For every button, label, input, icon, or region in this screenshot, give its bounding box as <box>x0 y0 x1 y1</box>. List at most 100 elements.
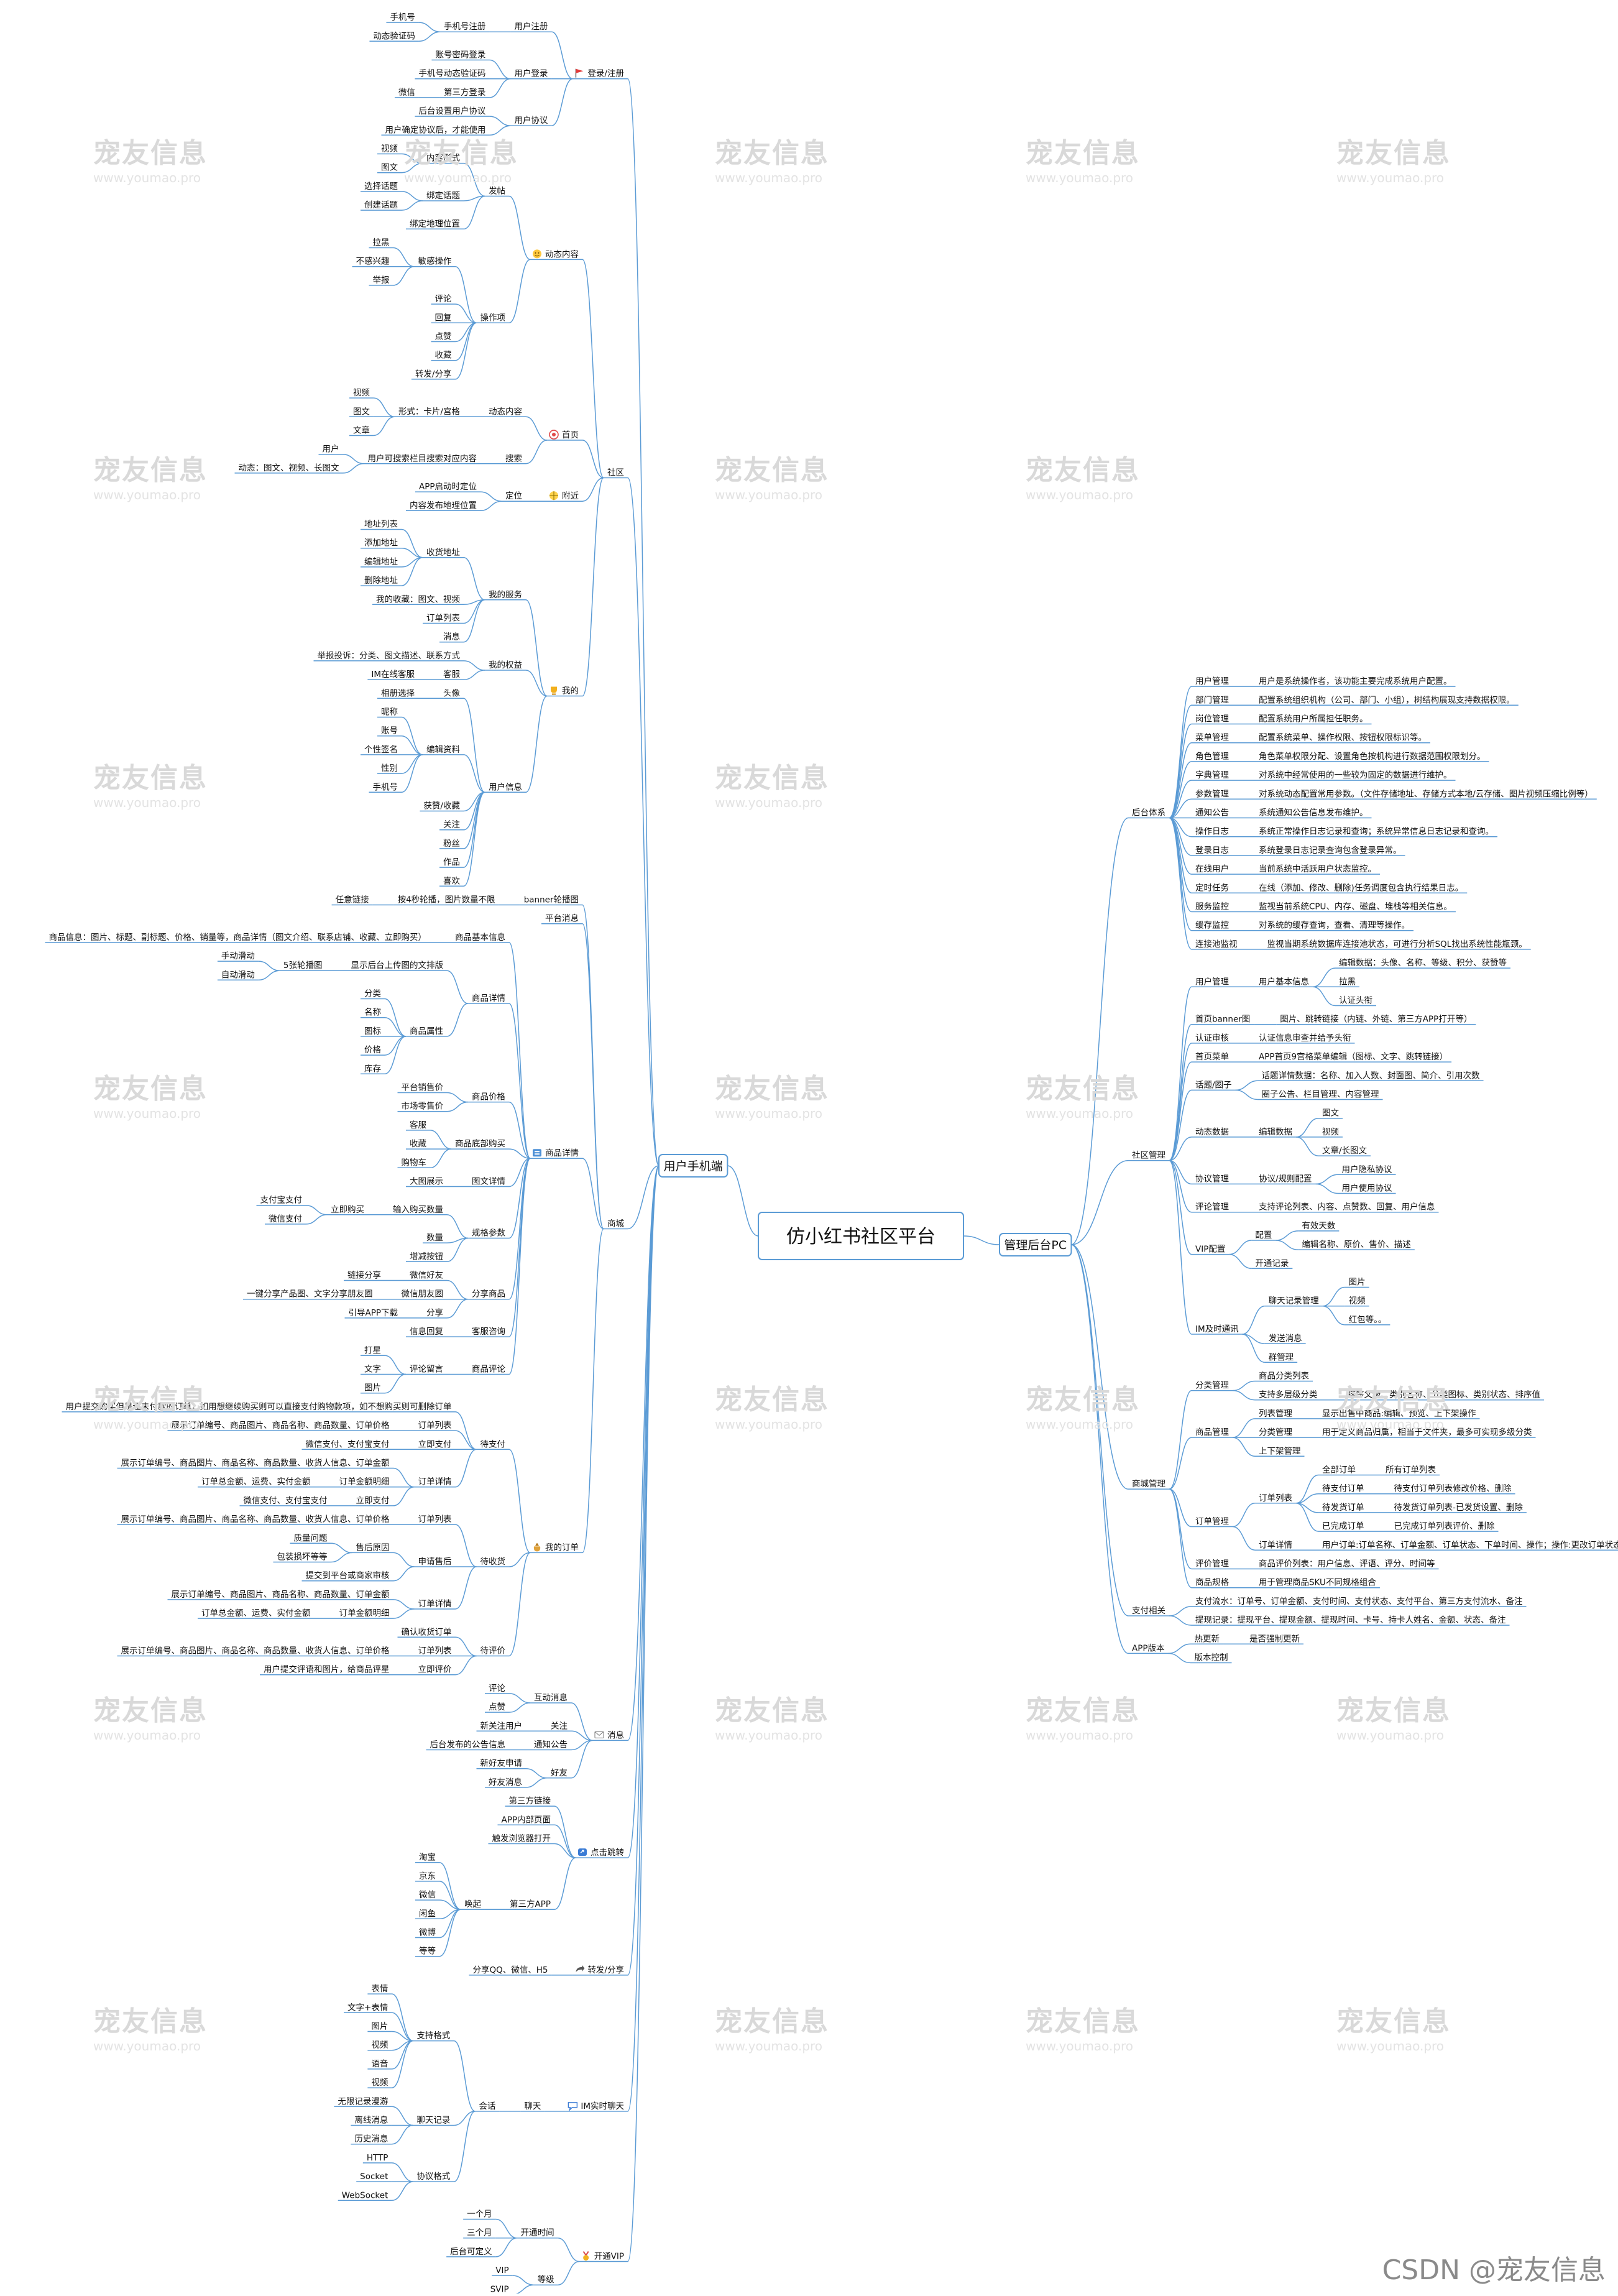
mindmap-node: 用户隐私协议 <box>1342 1164 1392 1174</box>
connector-line <box>571 1740 593 1779</box>
connector-line <box>305 1204 328 1215</box>
connector-line <box>430 1130 452 1150</box>
mindmap-node: 视频 <box>353 388 370 398</box>
mail-icon <box>594 1731 604 1738</box>
mindmap-node: 粉丝 <box>443 839 460 849</box>
connector-line <box>1315 1183 1338 1194</box>
connector-line <box>554 1843 576 1858</box>
mindmap-node: 后台体系 <box>1132 808 1165 818</box>
connector-line <box>393 1566 415 1582</box>
connector-line <box>1295 1503 1319 1532</box>
connector-line <box>1242 1334 1265 1363</box>
mindmap-node: 编辑资料 <box>426 745 460 755</box>
connector-line <box>1232 1526 1256 1551</box>
mindmap-node: 订单总金额、运费、实付金额 <box>201 1477 311 1487</box>
connector-line <box>401 191 423 201</box>
connector-line <box>627 1165 660 2112</box>
mindmap-node: 发送消息 <box>1269 1333 1302 1344</box>
mindmap-node: 账号密码登录 <box>435 50 485 60</box>
connector-line <box>463 195 485 230</box>
mindmap-node: 图标 <box>364 1026 381 1036</box>
mindmap-node: 角色菜单权限分配、设置角色按机构进行数据范围权限划分。 <box>1259 751 1486 762</box>
mindmap-node: APP版本 <box>1132 1643 1165 1653</box>
connector-line <box>551 78 573 126</box>
mindmap-node: 作品 <box>443 857 460 867</box>
connector-line <box>1071 817 1129 1245</box>
connector-line <box>446 1279 469 1300</box>
connector-line <box>508 1101 531 1159</box>
connector-line <box>1242 1305 1265 1335</box>
mindmap-node: 视频 <box>1349 1296 1366 1306</box>
connector-line <box>1169 1437 1192 1490</box>
mindmap-node: 附近 <box>562 491 579 501</box>
connector-line <box>1232 1437 1256 1457</box>
mindmap-node: 分享QQ、微信、H5 <box>472 1965 548 1975</box>
connector-line <box>1169 761 1192 819</box>
mindmap-node: 对系统动态配置常用参数。（文件存储地址、存储方式本地/云存储、图片视频压缩比例等… <box>1259 788 1593 799</box>
mindmap-node: 在线用户 <box>1195 864 1229 874</box>
mindmap-node: 打星 <box>364 1345 381 1355</box>
smile-icon <box>533 249 542 259</box>
connector-line <box>489 125 511 136</box>
mindmap-node: 消息 <box>443 632 460 642</box>
mindmap-node: 一个月 <box>467 2210 492 2220</box>
mindmap-node: 淘宝 <box>419 1853 436 1863</box>
mindmap-node: 文章/长图文 <box>1322 1145 1367 1156</box>
mindmap-node: 配置 <box>1255 1230 1272 1240</box>
connector-line <box>446 1298 469 1319</box>
connector-line <box>463 754 485 793</box>
mindmap-node: 收藏 <box>410 1139 426 1149</box>
connector-line <box>508 1158 531 1239</box>
mindmap-node: 相册选择 <box>381 688 415 698</box>
mindmap-node: 绑定话题 <box>426 191 460 201</box>
connector-line <box>258 961 280 971</box>
mindmap-node: 后台可定义 <box>450 2247 492 2257</box>
connector-line <box>463 791 485 868</box>
connector-line <box>342 453 364 464</box>
mindmap-node: APP首页9宫格菜单编辑（图标、文字、跳转链接） <box>1259 1051 1448 1062</box>
connector-line <box>393 1552 415 1567</box>
connector-line <box>489 116 511 126</box>
mindmap-node: 动态数据 <box>1195 1127 1229 1137</box>
mindmap-node: 用户提交购买但是还未付款的订单，如用想继续购买则可以直接支付购物款项，如不想购买… <box>66 1401 452 1412</box>
connector-line <box>508 195 531 260</box>
mindmap-node: HTTP <box>367 2153 388 2163</box>
mindmap-node: 首页banner图 <box>1195 1015 1250 1025</box>
mindmap-node: 搜索 <box>505 454 522 464</box>
connector-line <box>384 1373 407 1394</box>
mindmap-node: 聊天记录 <box>416 2116 450 2126</box>
mindmap-node: 编辑名称、原价、售价、描述 <box>1302 1240 1411 1250</box>
connector-line <box>508 1003 531 1159</box>
connector-line <box>392 2040 413 2088</box>
mindmap-node: 订单列表 <box>418 1646 452 1656</box>
connector-line <box>571 1702 593 1741</box>
connector-line <box>401 528 423 558</box>
mindmap-node: 等级 <box>538 2274 555 2285</box>
mindmap-node: 增减按钮 <box>410 1252 443 1261</box>
connector-line <box>1169 1160 1192 1213</box>
connector-line <box>1169 1488 1192 1570</box>
mindmap-node: APP内部页面 <box>501 1815 551 1825</box>
connector-line <box>582 1228 604 1554</box>
mindmap-node: 无限记录漫游 <box>338 2096 388 2106</box>
connector-line <box>1169 742 1192 819</box>
mindmap-node: 对系统中经常使用的一些较为固定的数据进行维护。 <box>1259 770 1452 780</box>
mindmap-node: 评论留言 <box>410 1365 443 1375</box>
mindmap-node: 协议格式 <box>416 2172 450 2182</box>
connector-line <box>331 1542 352 1554</box>
mindmap-node: 用户信息 <box>489 781 522 792</box>
mindmap-node: 用户登录 <box>514 68 548 79</box>
connector-line <box>418 22 440 32</box>
mindmap-node: 认证审核 <box>1195 1033 1229 1043</box>
mindmap-node: 文字 <box>364 1365 381 1375</box>
center-node: 仿小红书社区平台 <box>786 1226 935 1248</box>
connector-line <box>627 1165 660 1858</box>
mindmap-node: VIP <box>495 2266 508 2275</box>
bag-icon <box>533 1543 541 1552</box>
mindmap-node: 图文详情 <box>472 1177 505 1187</box>
connector-line <box>393 1467 415 1488</box>
